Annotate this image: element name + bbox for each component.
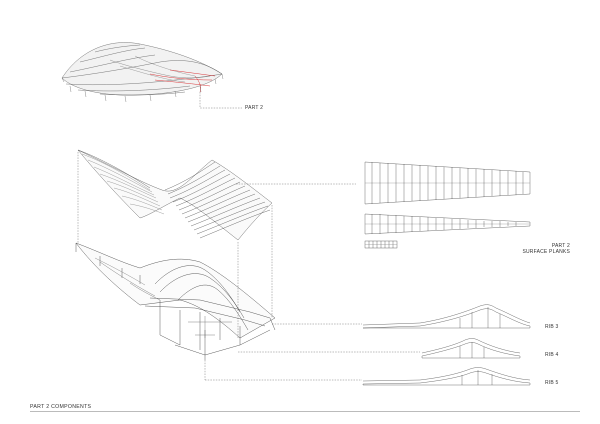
- rib-structure-3d: [75, 242, 276, 360]
- label-surface-planks-line1: PART 2: [551, 243, 570, 249]
- rib-5-profile: [362, 367, 531, 386]
- planks-layout-row1: [364, 161, 531, 205]
- label-surface-planks: PART 2 SURFACE PLANKS: [500, 243, 570, 255]
- footer-rule: [30, 411, 580, 412]
- label-surface-planks-line2: SURFACE PLANKS: [522, 249, 570, 255]
- label-rib4: RIB 4: [545, 352, 559, 358]
- explode-guides: [77, 152, 420, 381]
- surface-planks-3d: [77, 149, 273, 241]
- footer-title: PART 2 COMPONENTS: [30, 404, 92, 410]
- label-part2: PART 2: [245, 105, 264, 111]
- leader-part2: [199, 92, 242, 109]
- rib-4-profile: [421, 338, 521, 359]
- planks-layout-row3: [364, 240, 398, 249]
- planks-layout-row2: [364, 213, 531, 235]
- label-rib3: RIB 3: [545, 324, 559, 330]
- rib-3-profile: [362, 304, 531, 329]
- canopy-highlight-part2: [149, 69, 216, 93]
- canopy-supports: [61, 73, 224, 103]
- canopy-overview: [61, 42, 223, 96]
- label-rib5: RIB 5: [545, 380, 559, 386]
